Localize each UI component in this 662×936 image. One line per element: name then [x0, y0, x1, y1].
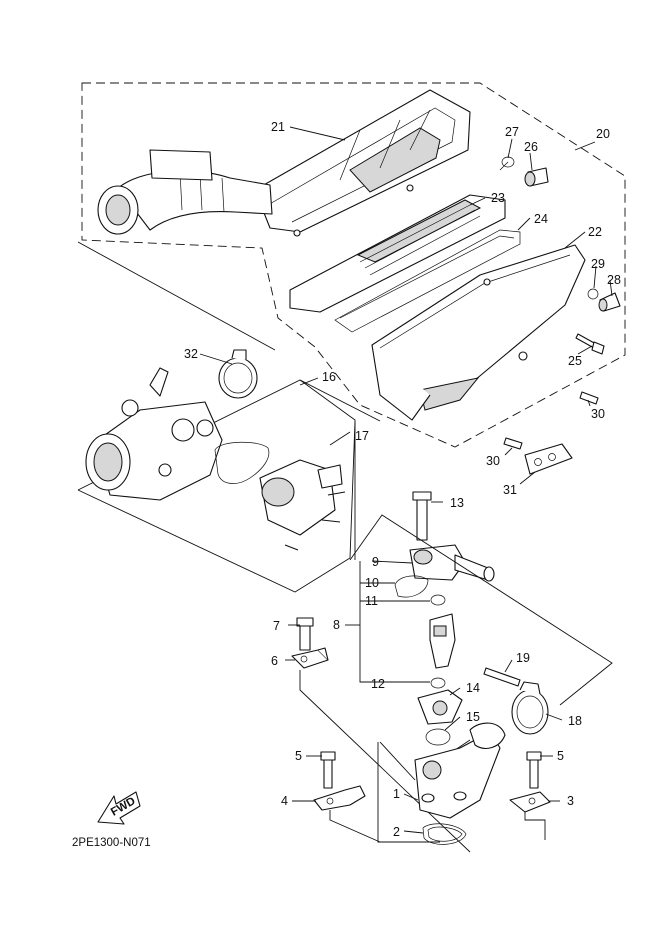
- plug-28: [598, 292, 621, 312]
- bolt-13: [412, 491, 432, 541]
- gasket-2: [422, 823, 467, 845]
- callout-25: 25: [568, 354, 582, 368]
- callout-5-right: 5: [557, 749, 564, 763]
- callout-9: 9: [372, 555, 379, 569]
- o-ring-12: [430, 677, 446, 689]
- callout-32: 32: [184, 347, 198, 361]
- callout-30-upper: 30: [591, 407, 605, 421]
- bolt-25: [575, 333, 605, 355]
- bracket-group-lines: [329, 810, 546, 843]
- air-cleaner-cap: [371, 244, 586, 421]
- callout-29: 29: [591, 257, 605, 271]
- air-cleaner-group-boundary: [81, 82, 626, 448]
- case-gasket: [334, 229, 521, 333]
- callout-22: 22: [588, 225, 602, 239]
- callout-13: 13: [450, 496, 464, 510]
- bracket-6: [291, 647, 329, 669]
- callout-5-left: 5: [295, 749, 302, 763]
- callout-2: 2: [393, 825, 400, 839]
- throttle-body: [85, 367, 223, 501]
- callout-27: 27: [505, 125, 519, 139]
- callout-7: 7: [273, 619, 280, 633]
- bolt-30-lower: [503, 437, 523, 450]
- callout-11: 11: [365, 594, 378, 608]
- callout-28: 28: [607, 273, 621, 287]
- bracket-3: [509, 791, 551, 813]
- bracket-4: [313, 785, 366, 811]
- drain-plug-26: [524, 167, 549, 187]
- callout-30-lower: 30: [486, 454, 500, 468]
- holder-14: [417, 689, 463, 725]
- callout-3: 3: [567, 794, 574, 808]
- callout-26: 26: [524, 140, 538, 154]
- callout-18: 18: [568, 714, 582, 728]
- callout-31: 31: [503, 483, 517, 497]
- bolt-5-left: [320, 751, 336, 789]
- callout-10: 10: [365, 576, 379, 590]
- callout-1: 1: [393, 787, 400, 801]
- o-ring-11: [430, 594, 446, 606]
- callout-17: 17: [355, 429, 369, 443]
- callout-8: 8: [333, 618, 340, 632]
- bolt-5-right: [526, 751, 542, 789]
- callout-12: 12: [371, 677, 385, 691]
- air-cleaner-case: [97, 89, 471, 237]
- fwd-arrow-icon: FWD: [97, 791, 141, 825]
- screw-7: [296, 617, 314, 651]
- sensor-7-like-injector: [429, 613, 456, 669]
- callout-24: 24: [534, 212, 548, 226]
- pin-19: [483, 667, 521, 687]
- callout-21: 21: [271, 120, 285, 134]
- clip-29: [587, 288, 599, 300]
- callout-6: 6: [271, 654, 278, 668]
- seal-10: [394, 575, 429, 598]
- sensor-body-9: [409, 544, 495, 582]
- o-ring-15: [425, 728, 451, 746]
- callout-leaders: [199, 126, 613, 834]
- callout-19: 19: [516, 651, 530, 665]
- callout-numbers: 21 27 26 20 23 24 22 29 28 25 30 30 31 3…: [184, 120, 621, 839]
- intake-joint-1: [414, 722, 506, 819]
- bolt-30-upper: [579, 391, 599, 405]
- throttle-sensor-assembly: [214, 379, 356, 560]
- clip-27: [499, 156, 515, 171]
- callout-14: 14: [466, 681, 480, 695]
- callout-16: 16: [322, 370, 336, 384]
- callout-15: 15: [466, 710, 480, 724]
- callout-4: 4: [281, 794, 288, 808]
- hose-clamp-32: [218, 349, 258, 399]
- callout-23: 23: [491, 191, 505, 205]
- air-filter-element: [289, 194, 506, 313]
- bracket-31: [524, 443, 573, 475]
- callout-20: 20: [596, 127, 610, 141]
- hose-clamp-18: [511, 681, 549, 735]
- diagram-code: 2PE1300-N071: [72, 837, 151, 849]
